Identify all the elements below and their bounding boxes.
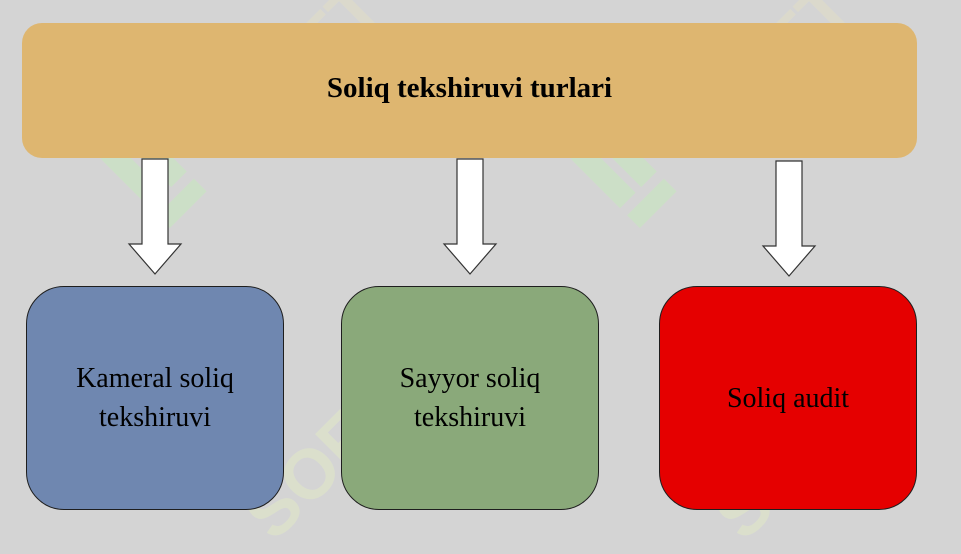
category-box-sayyor: Sayyor soliq tekshiruvi xyxy=(341,286,599,510)
category-label: Sayyor soliq tekshiruvi xyxy=(399,363,541,433)
category-label: Soliq audit xyxy=(726,382,850,414)
category-label: Kameral soliq tekshiruvi xyxy=(76,363,234,433)
diagram-canvas: SOFT SOFT SOFT SOFT Soliq tekshiruvi tur… xyxy=(22,23,917,554)
category-box-audit: Soliq audit xyxy=(659,286,917,510)
arrow-down-icon xyxy=(761,160,817,277)
header-box: Soliq tekshiruvi turlari xyxy=(22,23,917,158)
category-box-kameral: Kameral soliq tekshiruvi xyxy=(26,286,284,510)
diagram-title: Soliq tekshiruvi turlari xyxy=(326,72,613,104)
arrow-down-icon xyxy=(442,158,498,275)
arrow-down-icon xyxy=(127,158,183,275)
